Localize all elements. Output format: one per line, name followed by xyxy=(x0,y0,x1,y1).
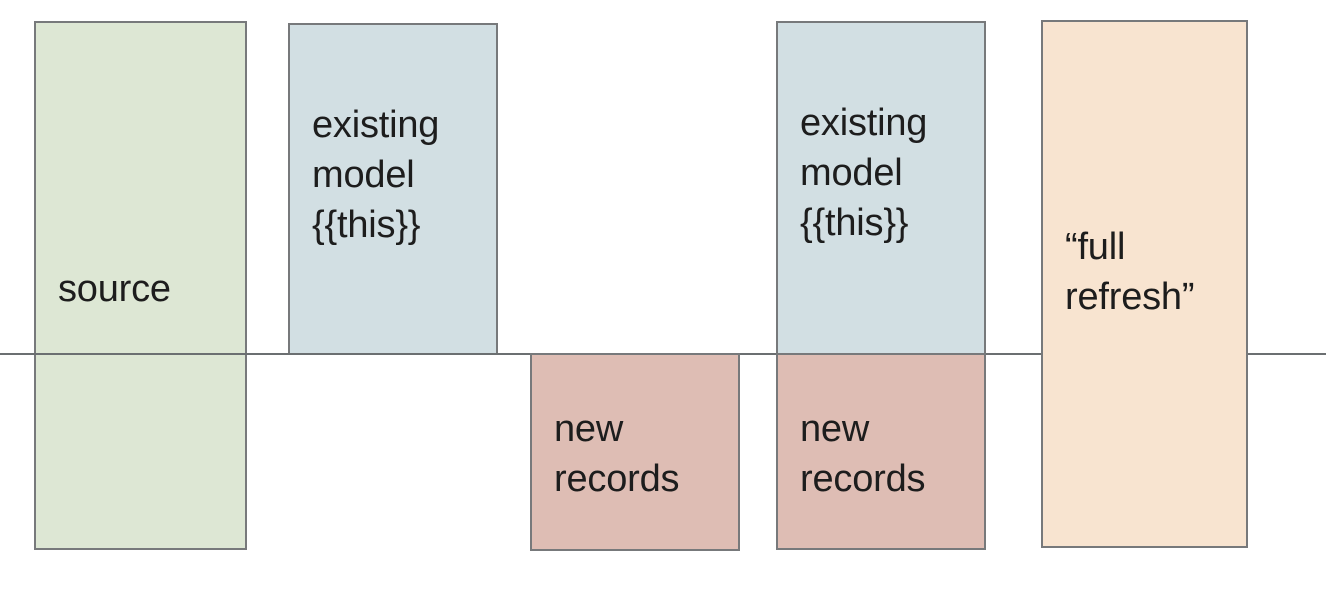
diagram-box-existing-model-2[interactable]: existing model {{this}} xyxy=(776,21,986,355)
diagram-box-source[interactable]: source xyxy=(34,21,247,550)
diagram-box-full-refresh[interactable]: “full refresh” xyxy=(1041,20,1248,548)
diagram-box-new-records-2[interactable]: new records xyxy=(776,353,986,550)
diagram-box-new-records-2-label: new records xyxy=(800,407,926,500)
diagram-box-full-refresh-label: “full refresh” xyxy=(1065,226,1195,318)
diagram-box-existing-model-2-label: existing model {{this}} xyxy=(800,102,928,244)
diagram-box-existing-model-1[interactable]: existing model {{this}} xyxy=(288,23,498,355)
diagram-box-source-label: source xyxy=(58,267,171,310)
diagram-box-new-records-1-label: new records xyxy=(554,408,680,500)
diagram-box-existing-model-1-label: existing model {{this}} xyxy=(312,104,440,246)
diagram-box-new-records-1[interactable]: new records xyxy=(530,353,740,551)
